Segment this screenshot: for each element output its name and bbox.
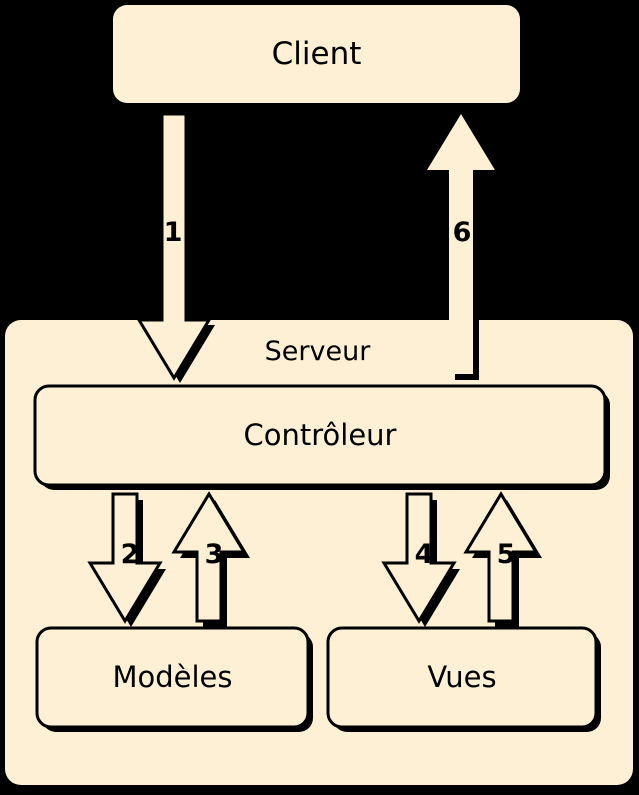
node-modeles	[35, 626, 313, 732]
arrow-4	[381, 492, 460, 627]
arrow-3	[171, 491, 250, 627]
arrow-1-body	[136, 112, 212, 381]
arrow-4-body	[381, 492, 457, 624]
vues-body	[326, 626, 598, 729]
arrow-5	[463, 491, 542, 627]
modeles-body	[35, 626, 310, 729]
arrow-1	[136, 112, 215, 383]
node-client	[113, 5, 525, 108]
controleur-body	[33, 384, 607, 487]
arrow-2-body	[87, 492, 163, 624]
node-vues	[326, 626, 601, 732]
node-controleur	[33, 384, 610, 490]
arrow-2	[87, 492, 166, 627]
arrow-5-body	[463, 491, 539, 623]
arrow-3-body	[171, 491, 247, 623]
arrow-6	[427, 114, 501, 380]
arrow-6-body	[427, 114, 495, 374]
client-body	[113, 5, 520, 103]
